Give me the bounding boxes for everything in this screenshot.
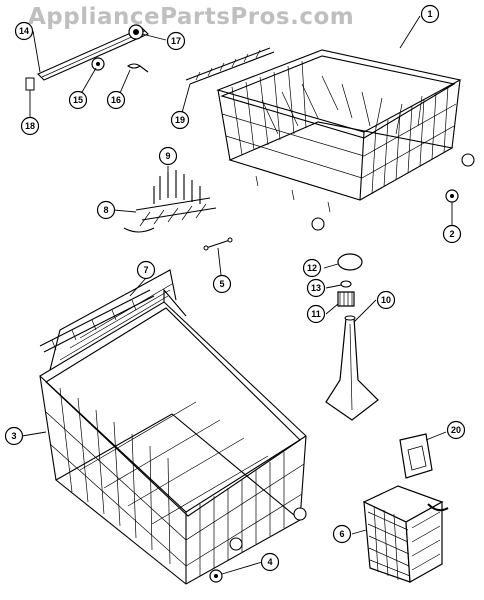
lower-rack-wheel-4: [209, 569, 223, 583]
callout-1: 1: [420, 4, 440, 24]
callout-12: 12: [302, 258, 322, 278]
svg-text:3: 3: [11, 431, 16, 441]
svg-text:1: 1: [427, 9, 432, 19]
callout-15: 15: [68, 90, 88, 110]
svg-text:10: 10: [381, 295, 391, 305]
callout-6: 6: [332, 524, 352, 544]
callout-9: 9: [158, 146, 178, 166]
svg-text:13: 13: [311, 283, 321, 293]
svg-text:20: 20: [451, 425, 461, 435]
svg-text:7: 7: [143, 265, 148, 275]
cap-12: [337, 253, 363, 271]
upper-rack-wheel-2: [445, 189, 459, 203]
basket-handle-20: [399, 433, 433, 479]
svg-text:2: 2: [449, 229, 454, 239]
upper-rack-rail: [37, 27, 149, 81]
top-rack-wire-19: [185, 47, 275, 85]
svg-text:14: 14: [19, 26, 29, 36]
svg-text:8: 8: [103, 205, 108, 215]
lower-rack: [39, 269, 307, 585]
callout-16: 16: [106, 90, 126, 110]
watermark: AppliancePartsPros.com: [28, 4, 355, 30]
callout-13: 13: [306, 278, 326, 298]
callout-8: 8: [96, 200, 116, 220]
svg-text:11: 11: [311, 309, 321, 319]
callout-4: 4: [260, 552, 280, 572]
callout-2: 2: [442, 224, 462, 244]
svg-text:6: 6: [339, 529, 344, 539]
cap-seal-13: [340, 280, 352, 288]
silverware-basket-6: [362, 485, 449, 583]
rack-clip-5: [203, 237, 233, 251]
callout-18: 18: [20, 116, 40, 136]
svg-text:5: 5: [219, 279, 224, 289]
callout-19: 19: [170, 110, 190, 130]
rail-roller-15: [91, 57, 105, 71]
tower-nozzle-11: [337, 291, 355, 307]
callout-14: 14: [14, 21, 34, 41]
lower-rack-rail-7: [39, 289, 155, 353]
svg-text:18: 18: [25, 121, 35, 131]
roller-axle-16: [127, 63, 149, 73]
svg-text:15: 15: [73, 95, 83, 105]
callout-17: 17: [166, 31, 186, 51]
spray-tower-10: [325, 315, 379, 421]
upper-rack: [216, 49, 475, 231]
svg-text:17: 17: [171, 36, 181, 46]
svg-text:9: 9: [165, 151, 170, 161]
rail-stop-17: [128, 24, 144, 40]
callout-5: 5: [212, 274, 232, 294]
svg-text:4: 4: [267, 557, 272, 567]
callout-20: 20: [446, 420, 466, 440]
svg-text:12: 12: [307, 263, 317, 273]
rail-end-cap: [25, 77, 35, 91]
svg-text:19: 19: [175, 115, 185, 125]
cup-shelf-8: [123, 197, 217, 233]
callout-10: 10: [376, 290, 396, 310]
callout-11: 11: [306, 304, 326, 324]
callout-3: 3: [4, 426, 24, 446]
callout-7: 7: [136, 260, 156, 280]
tine-row-9: [153, 170, 201, 204]
svg-text:16: 16: [111, 95, 121, 105]
